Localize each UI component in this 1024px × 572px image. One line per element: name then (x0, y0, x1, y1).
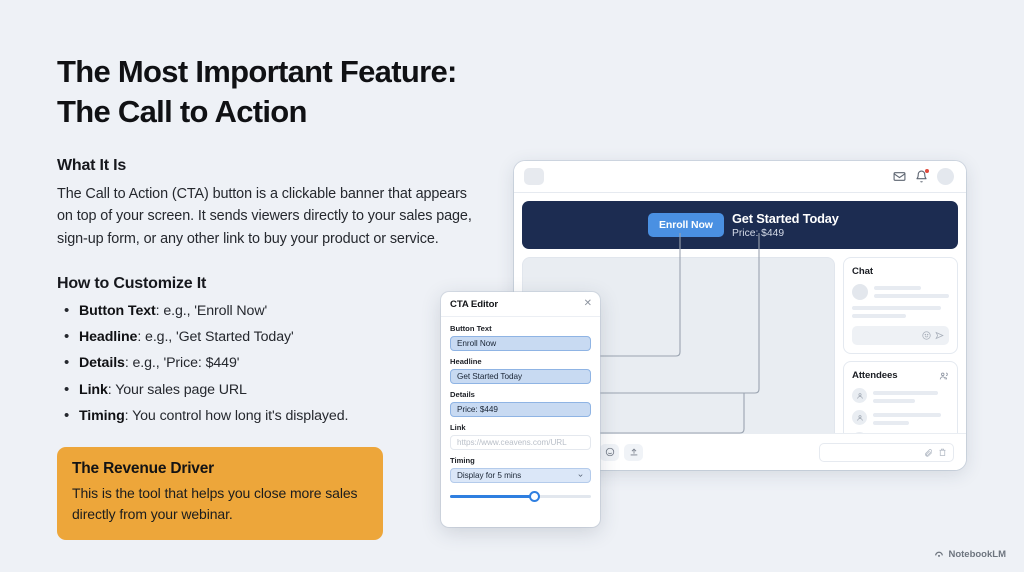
timing-select[interactable]: Display for 5 mins (450, 468, 591, 483)
field-label-details: Details (450, 390, 475, 399)
link-input[interactable]: https://www.ceavens.com/URL (450, 435, 591, 450)
chat-skeleton-lines (874, 284, 949, 300)
timing-slider[interactable] (450, 491, 591, 502)
bullet-term: Link (79, 381, 108, 398)
bullet-desc: : Your sales page URL (107, 381, 247, 398)
attendee-skeleton (873, 389, 949, 403)
cta-editor-title: CTA Editor (450, 298, 499, 310)
bullet-term: Headline (79, 329, 138, 346)
webinar-window-header (514, 161, 966, 193)
cta-editor-body: Button Text Enroll Now Headline Get Star… (441, 317, 600, 502)
people-icon[interactable] (939, 371, 949, 381)
button-text-input[interactable]: Enroll Now (450, 336, 591, 351)
bullet-desc: : e.g., 'Price: $449' (124, 355, 240, 372)
revenue-driver-callout: The Revenue Driver This is the tool that… (57, 447, 383, 540)
section-heading-what-it-is: What It Is (57, 156, 127, 174)
section-heading-how-to-customize: How to Customize It (57, 274, 207, 292)
trash-icon (939, 448, 946, 456)
callout-title: The Revenue Driver (72, 460, 214, 478)
mail-icon[interactable] (893, 170, 906, 183)
list-item: Headline: e.g., 'Get Started Today' (57, 326, 477, 349)
cta-headline: Get Started Today (732, 211, 839, 226)
watermark-label: NotebookLM (948, 549, 1006, 560)
attendee-skeleton (873, 411, 949, 425)
notebooklm-logo-icon (935, 551, 944, 557)
avatar[interactable] (937, 168, 954, 185)
notebooklm-watermark: NotebookLM (934, 549, 1006, 560)
chat-avatar (852, 284, 868, 300)
attendees-header: Attendees (852, 370, 949, 381)
left-content-column: The Most Important Feature: The Call to … (57, 52, 477, 540)
chat-skeleton-lines-2 (852, 304, 949, 318)
timing-select-value: Display for 5 mins (457, 471, 522, 480)
skeleton-line (852, 314, 907, 318)
chat-panel-title: Chat (852, 266, 873, 277)
callout-body: This is the tool that helps you close mo… (72, 485, 358, 523)
skeleton-line (873, 412, 942, 417)
chat-panel: Chat (843, 257, 958, 354)
field-label-button-text: Button Text (450, 324, 492, 333)
skeleton-line (873, 398, 915, 403)
notification-badge (925, 169, 929, 173)
bullet-desc: : e.g., 'Get Started Today' (137, 329, 294, 346)
attendee-row (852, 410, 949, 425)
attachment-icon (925, 448, 933, 457)
chat-input[interactable] (852, 326, 949, 345)
cta-editor-panel: CTA Editor ✕ Button Text Enroll Now Head… (441, 292, 600, 527)
bullet-desc: : e.g., 'Enroll Now' (155, 302, 268, 319)
header-icon-group (893, 168, 954, 185)
list-item: Link: Your sales page URL (57, 379, 477, 402)
bell-icon[interactable] (915, 169, 929, 183)
bullet-term: Details (79, 355, 125, 372)
person-icon (852, 388, 867, 403)
slider-fill (450, 495, 535, 498)
cta-details: Price: $449 (732, 228, 785, 239)
field-label-link: Link (450, 423, 466, 432)
bullet-term: Button Text (79, 302, 156, 319)
reaction-icon[interactable] (600, 443, 619, 461)
headline-input[interactable]: Get Started Today (450, 369, 591, 384)
emoji-icon (922, 331, 931, 340)
what-it-is-paragraph: The Call to Action (CTA) button is a cli… (57, 185, 472, 248)
enroll-now-button[interactable]: Enroll Now (648, 213, 724, 237)
skeleton-line (873, 390, 939, 395)
bullet-desc: : You control how long it's displayed. (124, 408, 349, 425)
skeleton-line (874, 294, 949, 298)
customize-bullet-list: Button Text: e.g., 'Enroll Now' Headline… (57, 300, 477, 428)
cta-banner-text: Get Started Today Price: $449 (732, 211, 839, 239)
skeleton-line (874, 286, 921, 290)
chat-message (852, 284, 949, 300)
page-title: The Most Important Feature: The Call to … (57, 54, 457, 130)
bullet-term: Timing (79, 408, 125, 425)
app-logo-placeholder (524, 168, 544, 185)
chevron-down-icon (578, 474, 583, 477)
person-icon (852, 410, 867, 425)
cta-editor-header: CTA Editor ✕ (441, 292, 600, 317)
field-label-headline: Headline (450, 357, 482, 366)
toolbar-note-input[interactable] (819, 442, 954, 462)
send-icon (935, 331, 944, 340)
list-item: Timing: You control how long it's displa… (57, 405, 477, 428)
upload-icon[interactable] (624, 443, 643, 461)
slider-knob[interactable] (528, 491, 540, 502)
details-input[interactable]: Price: $449 (450, 402, 591, 417)
skeleton-line (852, 306, 942, 310)
side-rail: Chat (843, 257, 958, 470)
field-label-timing: Timing (450, 456, 475, 465)
list-item: Details: e.g., 'Price: $449' (57, 352, 477, 375)
list-item: Button Text: e.g., 'Enroll Now' (57, 300, 477, 323)
attendee-row (852, 388, 949, 403)
skeleton-line (873, 420, 910, 425)
attendees-panel-title: Attendees (852, 370, 898, 381)
cta-banner: Enroll Now Get Started Today Price: $449 (522, 201, 958, 249)
close-icon[interactable]: ✕ (583, 298, 592, 309)
